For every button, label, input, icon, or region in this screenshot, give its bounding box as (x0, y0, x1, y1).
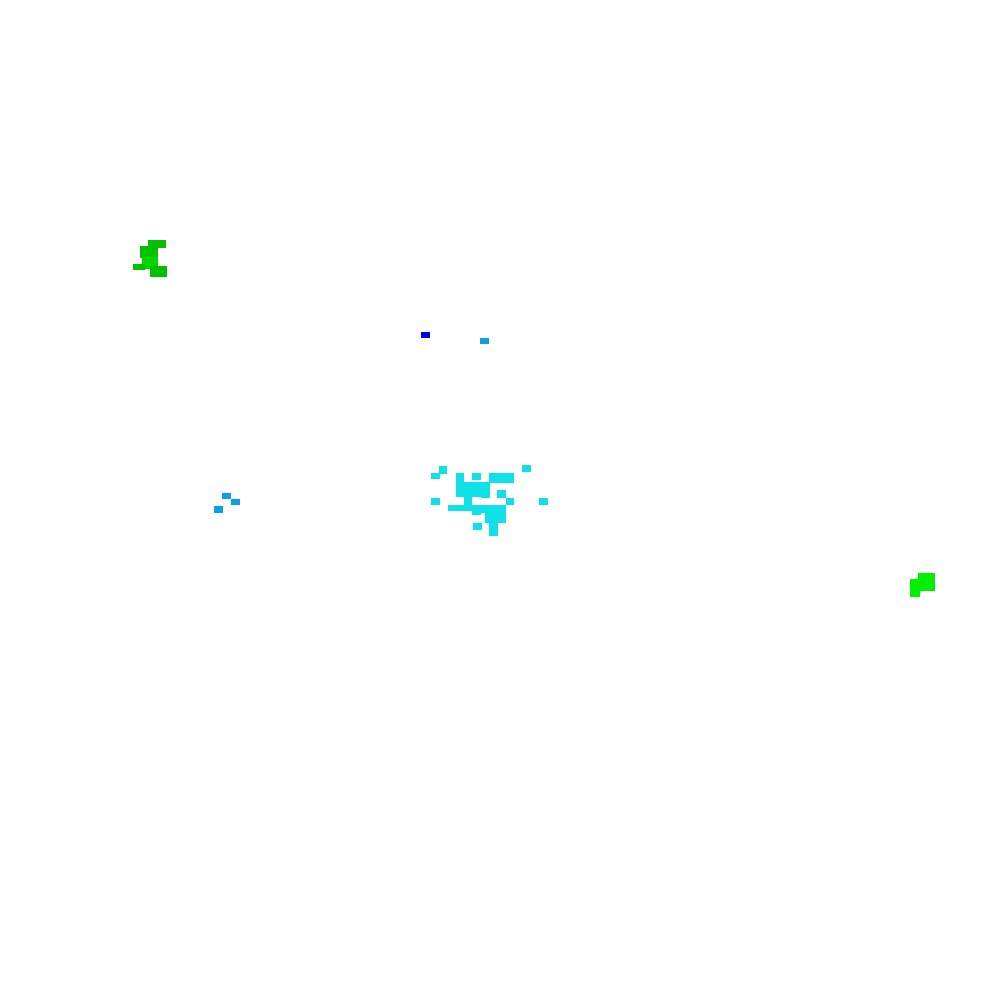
cyan-cluster-center-pixel (485, 513, 506, 523)
cyan-cluster-center-pixel (481, 505, 506, 513)
cyan-cluster-center-pixel (448, 505, 473, 511)
sky-blue-cluster-left-pixel (231, 499, 240, 505)
cyan-cluster-center-pixel (481, 490, 490, 498)
green-cluster-upper-left-pixel (140, 246, 158, 258)
green-cluster-right-pixel (910, 579, 920, 597)
sky-blue-cluster-left-pixel (222, 493, 231, 499)
cyan-cluster-center-pixel (522, 465, 531, 472)
cyan-cluster-center-pixel (472, 473, 481, 480)
cyan-cluster-center-pixel (439, 466, 447, 474)
blue-dot-pixel (421, 332, 430, 338)
green-cluster-right-pixel (918, 573, 935, 591)
green-cluster-upper-left-pixel (148, 240, 166, 248)
cyan-cluster-center-pixel (456, 482, 490, 490)
cyan-cluster-center-pixel (489, 523, 498, 536)
cyan-cluster-center-pixel (456, 473, 464, 483)
cyan-cluster-center-pixel (464, 490, 472, 506)
cyan-cluster-center-pixel (506, 498, 514, 505)
cyan-cluster-center-pixel (431, 498, 440, 505)
sky-blue-cluster-left-pixel (214, 506, 223, 513)
green-cluster-upper-left-pixel (150, 266, 167, 277)
sky-blue-dot-pixel (480, 338, 489, 344)
cyan-cluster-center-pixel (472, 505, 481, 515)
cyan-cluster-center-pixel (431, 473, 440, 479)
cyan-cluster-center-pixel (497, 490, 506, 498)
cyan-cluster-center-pixel (539, 498, 548, 505)
green-cluster-upper-left-pixel (133, 264, 145, 270)
cyan-cluster-center-pixel (489, 473, 514, 483)
cyan-cluster-center-pixel (473, 523, 482, 530)
